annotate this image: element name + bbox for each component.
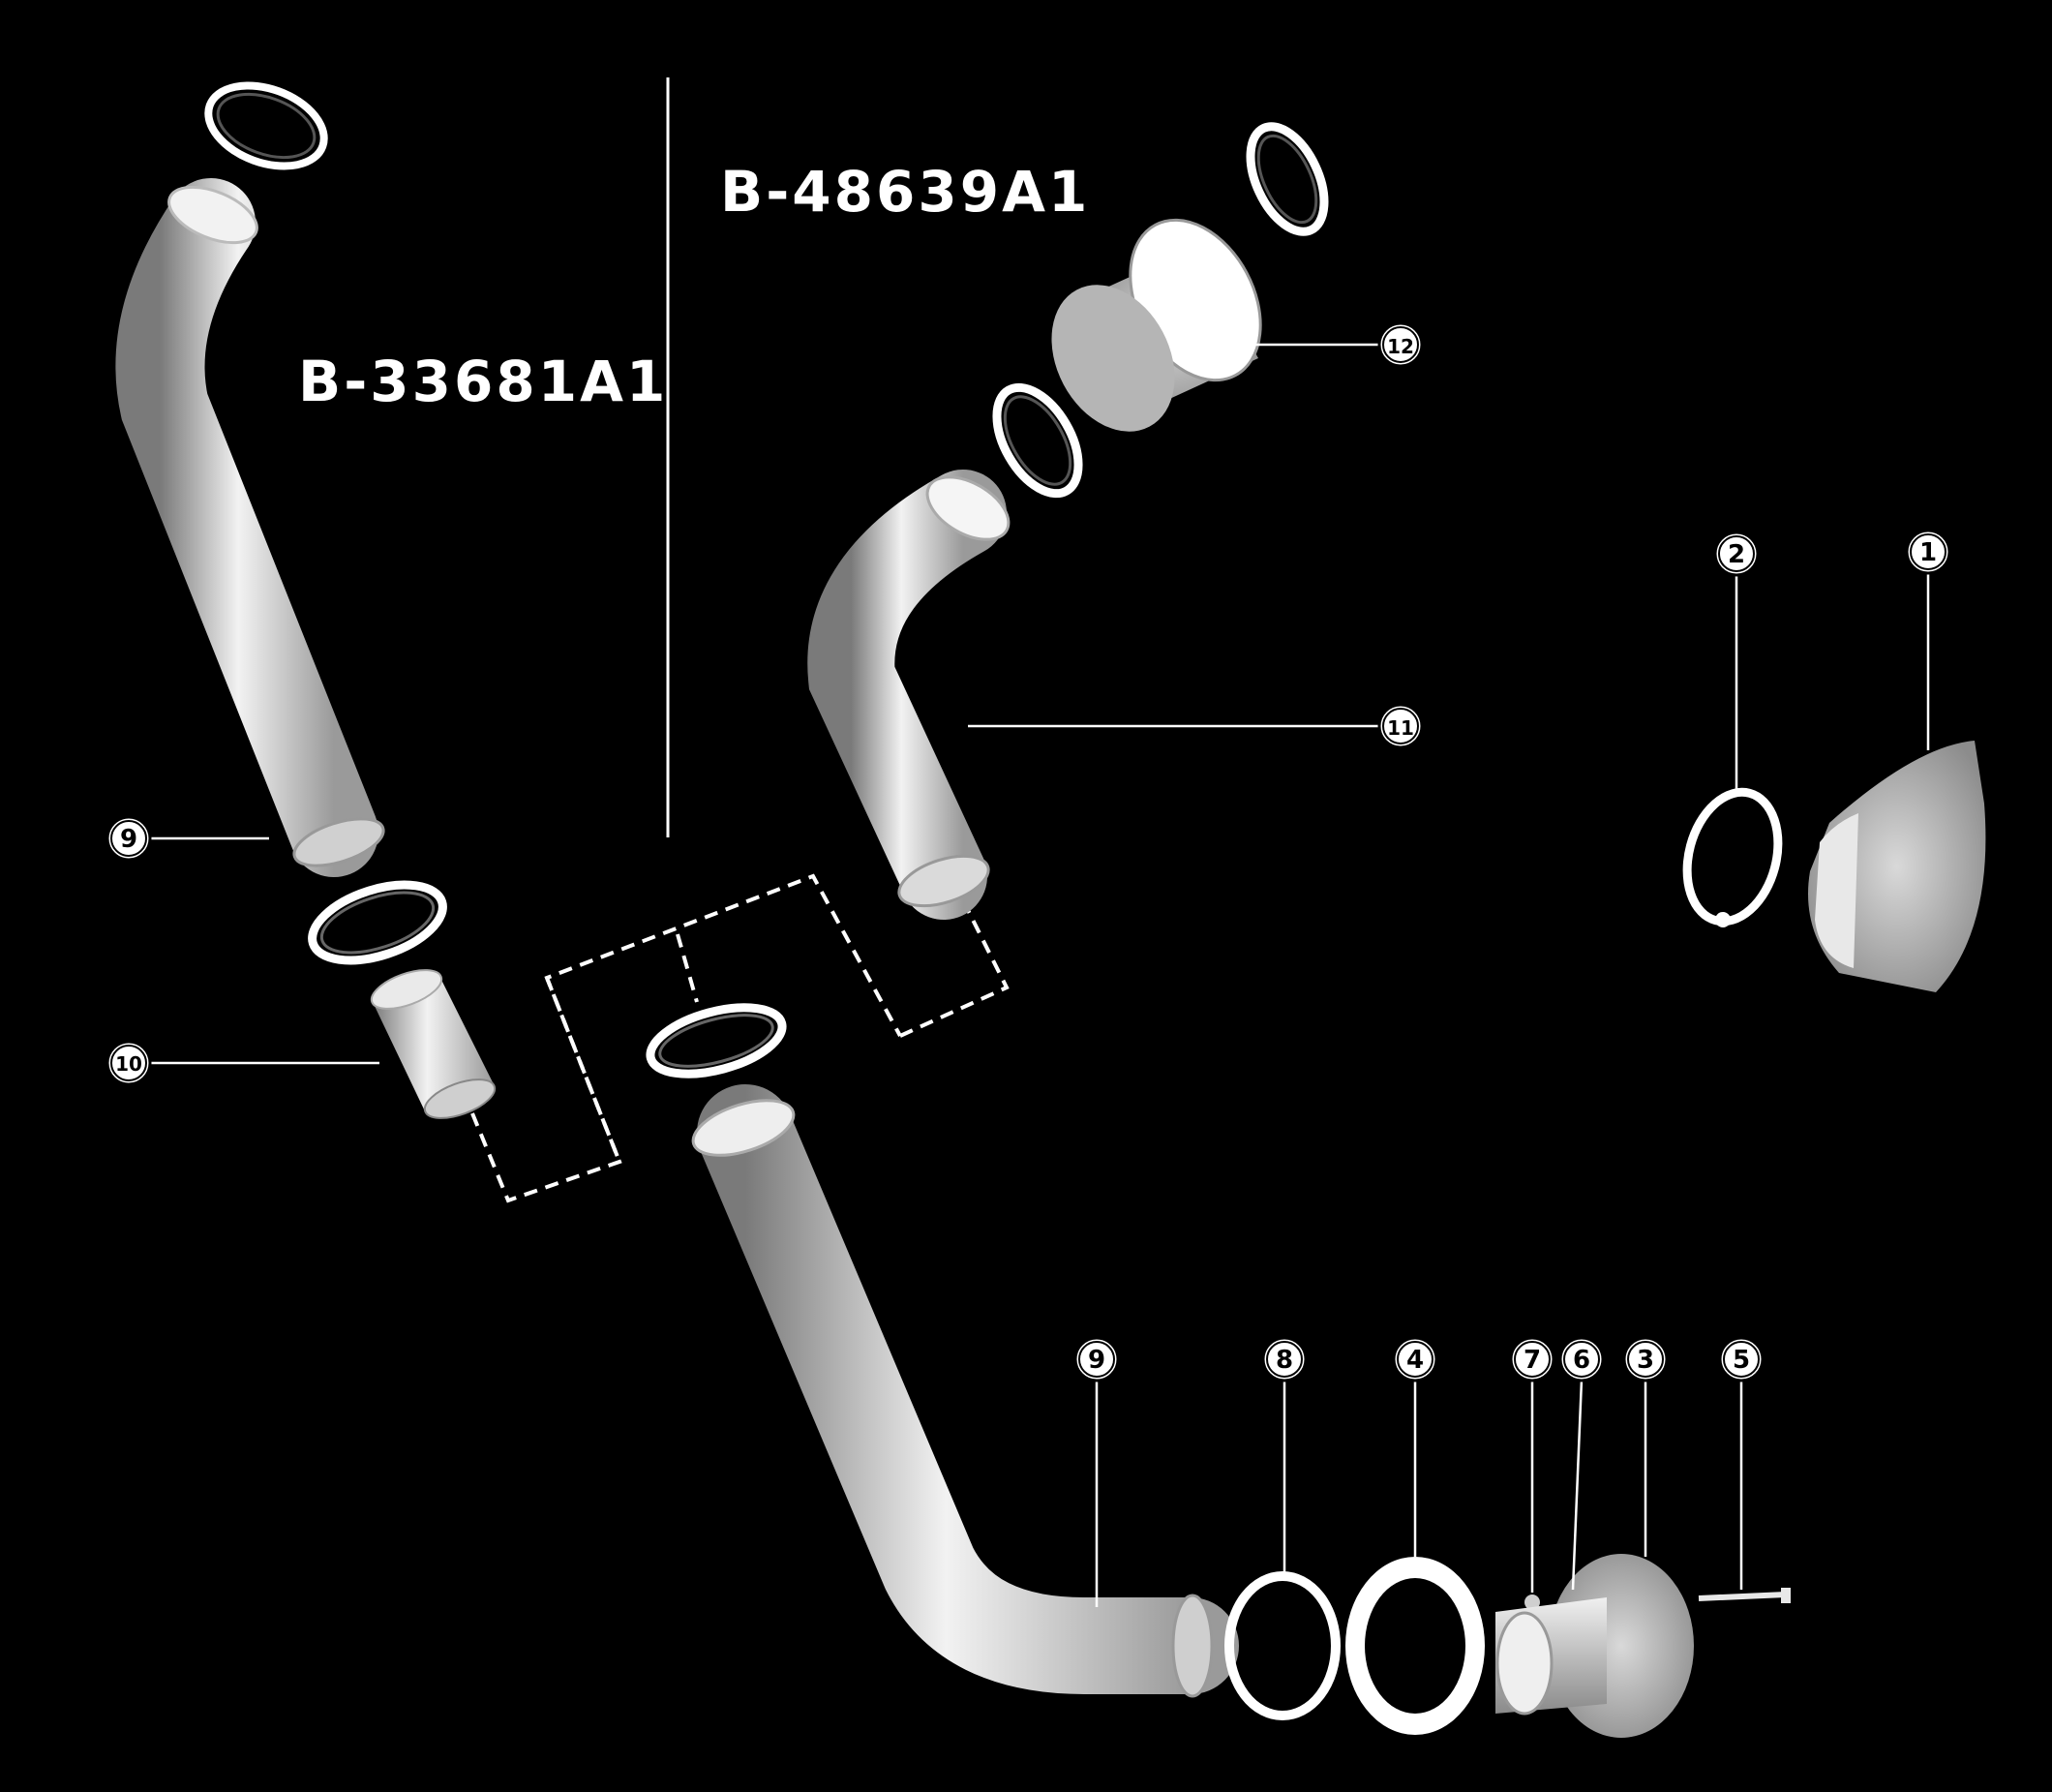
through-hull-fitting: [1495, 1554, 1694, 1738]
connection-dashes-right: [899, 909, 1010, 1038]
callout-11: 11: [1377, 703, 1424, 749]
exhaust-outlet-cover: [1808, 741, 1986, 992]
connection-dashes-left: [470, 873, 902, 1203]
callout-9-lower: 9: [1073, 1336, 1120, 1382]
svg-text:5: 5: [1733, 1346, 1750, 1375]
hose-clamp-top-left: [204, 81, 328, 170]
hose-clamp-center: [646, 1003, 787, 1078]
svg-text:11: 11: [1387, 716, 1414, 740]
callout-9-upper: 9: [106, 815, 152, 862]
nut: [1524, 1595, 1540, 1610]
callout-2: 2: [1713, 531, 1760, 577]
exhaust-pipe-lower: [691, 1084, 1239, 1698]
callout-8: 8: [1261, 1336, 1308, 1382]
svg-text:3: 3: [1637, 1346, 1654, 1375]
callout-4: 4: [1392, 1336, 1438, 1382]
hose-clamp-top-right: [1246, 122, 1329, 236]
callout-7: 7: [1509, 1336, 1555, 1382]
callout-12: 12: [1377, 321, 1424, 368]
svg-text:9: 9: [1088, 1346, 1105, 1375]
hose-clamp-mid-left: [308, 880, 447, 965]
model-label-left: B-33681A1: [298, 349, 668, 414]
callout-5: 5: [1718, 1336, 1765, 1382]
connection-dashes-box: [545, 977, 621, 1163]
bolt: [1698, 1588, 1791, 1603]
exhaust-pipe-upper: [115, 178, 385, 877]
svg-text:2: 2: [1728, 540, 1745, 569]
gasket-ring: [1224, 1571, 1341, 1720]
rubber-hose: [1051, 218, 1262, 432]
connection-dashes-left-b: [676, 933, 699, 1003]
callout-6: 6: [1558, 1336, 1605, 1382]
hose-clamp-second-right: [992, 382, 1083, 499]
svg-text:7: 7: [1524, 1346, 1541, 1375]
callout-3: 3: [1622, 1336, 1669, 1382]
leader-6: [1571, 1379, 1584, 1591]
svg-text:10: 10: [115, 1052, 142, 1076]
callout-1: 1: [1905, 529, 1951, 575]
callout-10: 10: [106, 1040, 152, 1086]
elbow-pipe: [807, 470, 1011, 920]
hose-clamp-outlet: [1682, 787, 1783, 927]
svg-text:1: 1: [1919, 538, 1937, 567]
svg-text:6: 6: [1573, 1346, 1590, 1375]
model-label-right: B-48639A1: [720, 159, 1090, 225]
svg-text:9: 9: [120, 825, 137, 854]
svg-text:12: 12: [1387, 335, 1414, 358]
svg-text:8: 8: [1276, 1346, 1293, 1375]
svg-text:4: 4: [1406, 1346, 1424, 1375]
flange-gasket: [1345, 1557, 1485, 1735]
pipe-sleeve: [370, 969, 497, 1119]
